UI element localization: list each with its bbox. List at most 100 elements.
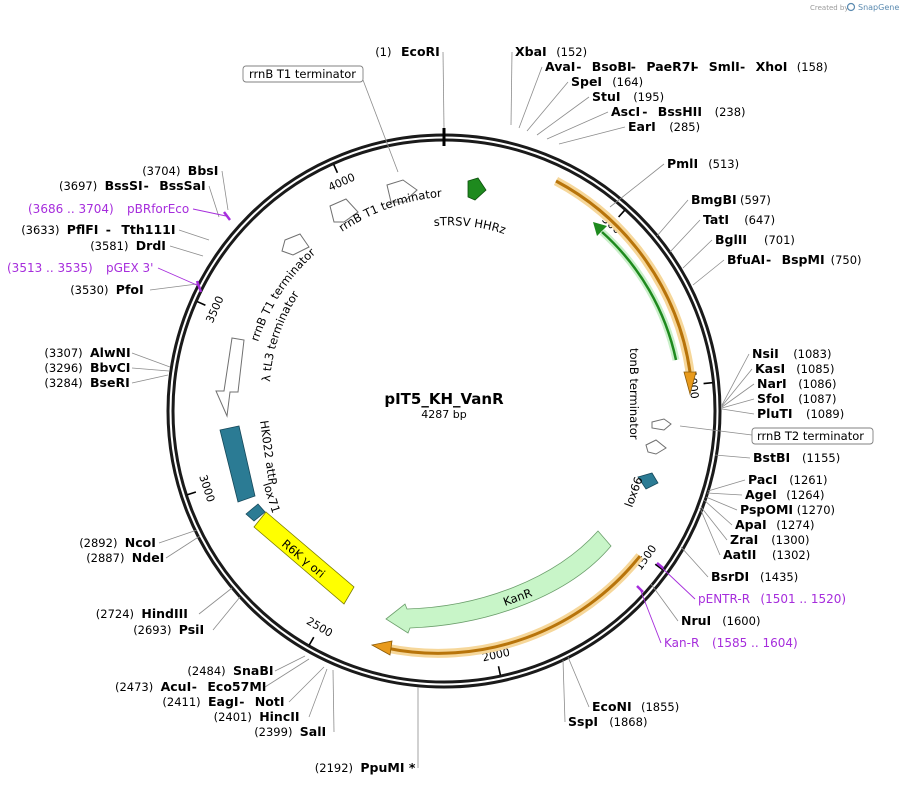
snapgene-credit[interactable]: Created by SnapGene (810, 2, 899, 12)
site-separator: - (576, 59, 581, 74)
primer-range: (1501 .. 1520) (760, 592, 846, 606)
site-label-bstbi: BstBI(1155) (753, 450, 840, 465)
site-name: AgeI (745, 487, 777, 502)
site-l3-leader (178, 229, 210, 241)
site-separator: - (239, 694, 244, 709)
site-l13-leader (274, 655, 306, 672)
site-position: (750) (831, 253, 862, 267)
orange-arrowhead-right (683, 371, 697, 396)
strsv-hhrz-label: sTRSV HHRz (433, 214, 507, 237)
hk022-attp-feature (219, 425, 256, 503)
site-name: ZraI (730, 532, 758, 547)
site-label-bsssi: BssSaI - BssSI(3697) (59, 178, 206, 193)
site-label-paci: PacI(1261) (748, 472, 827, 487)
site-r3-leader (536, 96, 590, 136)
site-position: (1300) (771, 533, 809, 547)
site-position: (2473) (115, 680, 153, 694)
primer-leader (639, 588, 662, 644)
site-separator: - (192, 679, 197, 694)
primer-name: Kan-R (664, 636, 699, 650)
site-label-ndei: NdeI(2887) (86, 550, 164, 565)
primer-range: (3513 .. 3535) (7, 261, 93, 275)
site-name: BspMI (782, 252, 825, 267)
orange-arrow-right (555, 179, 692, 373)
site-position: (1868) (609, 715, 647, 729)
site-position: (647) (744, 213, 775, 227)
tick-label-4000: 4000 (326, 171, 357, 194)
site-position: (2411) (162, 695, 200, 709)
site-l16-leader (308, 668, 328, 718)
site-name: BfuAI (727, 252, 765, 267)
site-label-avai: AvaI - BsoBI - PaeR7I - SmlI - XhoI(158) (545, 59, 828, 74)
site-position: (1083) (793, 347, 831, 361)
site-name: NdeI (132, 550, 165, 565)
primer-range: (1585 .. 1604) (712, 636, 798, 650)
primer-range: (3686 .. 3704) (28, 202, 114, 216)
primer-label-kanr: Kan-R (1585 .. 1604) (664, 636, 798, 650)
site-label-pmli: PmlI(513) (667, 156, 739, 171)
site-label-eari: EarI(285) (628, 119, 700, 134)
pbrforeco-marker (223, 211, 231, 221)
site-name: XhoI (756, 59, 788, 74)
site-l17-leader (332, 669, 335, 733)
site-r5-leader (558, 126, 626, 145)
site-position: (2724) (96, 607, 134, 621)
site-label-nsii: NsiI (1083) (752, 346, 831, 361)
rrnb-t1-boxed-frame (242, 65, 364, 83)
lox71-label: lox71 (260, 481, 283, 515)
site-label-ncoi: NcoI(2892) (79, 535, 156, 550)
kanr-feature (385, 530, 612, 634)
site-position: (1086) (798, 377, 836, 391)
site-name: SmlI (709, 59, 740, 74)
site-name: XbaI (515, 44, 547, 59)
site-l0-leader (442, 51, 445, 129)
site-r18-leader (706, 492, 743, 496)
tick-label-3500: 3500 (203, 294, 226, 325)
site-label-asci: AscI - BssHII(238) (611, 104, 746, 119)
site-position: (1155) (802, 451, 840, 465)
site-name: PspOMI (740, 502, 793, 517)
primer-name: pGEX 3' (106, 261, 153, 275)
site-position: (2192) (315, 761, 353, 775)
site-r0-leader (510, 51, 513, 126)
credit-prefix: Created by (810, 4, 849, 12)
site-r2-leader (526, 81, 569, 132)
tick-mark-500 (618, 209, 626, 218)
site-leader-lines (131, 51, 755, 768)
tick-label-2500: 2500 (304, 615, 335, 640)
site-name: BbsI (188, 163, 219, 178)
primer-leader (659, 565, 696, 600)
site-name: PfoI (116, 282, 144, 297)
site-name: EcoRI (401, 44, 440, 59)
site-r1-leader (518, 66, 543, 129)
site-l5-leader (149, 283, 198, 291)
site-label-aatii: AatII(1302) (723, 547, 810, 562)
site-r24-leader (650, 583, 679, 622)
site-name: NsiI (752, 346, 779, 361)
site-position: (3704) (142, 164, 180, 178)
site-label-bglii: BglII(701) (715, 232, 795, 247)
site-position: (1089) (806, 407, 844, 421)
site-name: HincII (259, 709, 299, 724)
site-r8-leader (669, 219, 701, 253)
site-position: (1274) (776, 518, 814, 532)
site-name: BmgBI (691, 192, 737, 207)
site-name: PpuMI * (360, 760, 415, 775)
tick-mark-3000 (187, 491, 197, 496)
site-separator: - (740, 59, 745, 74)
site-name: AlwNI (90, 345, 131, 360)
tick-mark-3500 (196, 300, 206, 306)
site-position: (3284) (44, 376, 82, 390)
tick-mark-1000 (703, 381, 713, 385)
snapgene-logo-icon (846, 2, 856, 12)
site-l1-leader (221, 170, 229, 211)
site-name: PmlI (667, 156, 698, 171)
site-label-hincii: HincII(2401) (214, 709, 300, 724)
site-name: AcuI (161, 679, 192, 694)
site-name: AvaI (545, 59, 575, 74)
tick-mark-4000 (333, 164, 339, 174)
site-l2-leader (208, 185, 220, 218)
site-name: Tth111I (121, 222, 175, 237)
site-position: (1) (375, 45, 391, 59)
